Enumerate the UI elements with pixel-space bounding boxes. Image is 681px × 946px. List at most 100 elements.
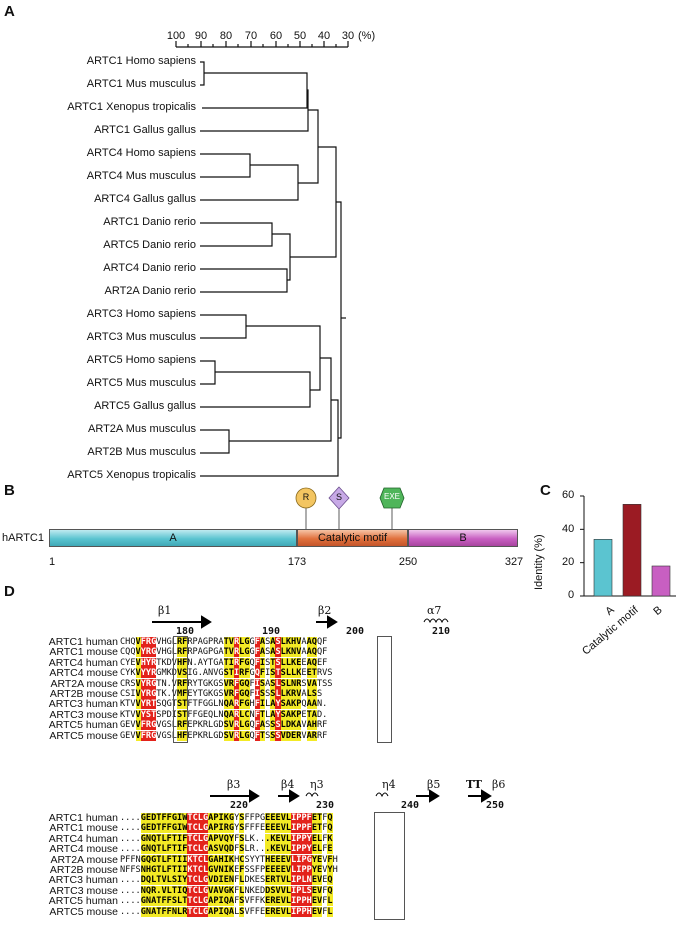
- scale-tick-label: 50: [293, 30, 307, 42]
- scale-tick-label: 40: [317, 30, 331, 42]
- sequence-row: CSIVYRGTK.VMFEYTGKGSVRFGQFISSSLLKRVALSS: [120, 689, 323, 699]
- scale-tick-label: 90: [194, 30, 208, 42]
- sequence-name: ARTC5 mouse: [49, 729, 118, 742]
- tree-leaf: ARTC1 Danio rerio: [103, 216, 196, 228]
- sequence-name: ARTC1 human: [48, 812, 118, 824]
- tree-leaf: ARTC4 Danio rerio: [103, 262, 196, 274]
- residue-number: 180: [176, 626, 195, 637]
- bar-b: [651, 565, 671, 597]
- sequence-name: ART2A mouse: [50, 677, 118, 690]
- sequence-row: CYEVHYRTKDVHFN.AYTGATIRFGQFISTSLLKEEAQEF: [120, 657, 328, 668]
- residue-number: 230: [316, 800, 335, 811]
- position-label: 1: [48, 556, 56, 568]
- sequence-row: KTVVYSTSPDISTFFGEQLNQARLCNFTLAYSAKPETAD.: [120, 709, 328, 720]
- sequence-row: ....GNQTLFTIFTCLGASVQDFSLR...KEVLIPPYELF…: [120, 844, 333, 855]
- sequence-row: ....NQR.VLTIQTCLGVAVGKFLNKEDDSVVLIPLSEVF…: [120, 885, 333, 896]
- position-label: 173: [287, 556, 307, 568]
- sequence-name: ART2B mouse: [49, 864, 118, 876]
- tree-leaf: ARTC4 Mus musculus: [86, 170, 196, 182]
- tree-leaf: ARTC5 Homo sapiens: [86, 354, 196, 366]
- tree-leaf: ART2A Mus musculus: [87, 423, 196, 435]
- sequence-name: ARTC4 human: [48, 832, 118, 845]
- identity-bar-chart: [580, 495, 676, 597]
- y-axis-title: Identity (%): [533, 534, 545, 590]
- ss-beta1: β1: [158, 604, 172, 617]
- tree-leaf: ARTC1 Gallus gallus: [94, 124, 196, 136]
- sequence-row: ....DQLTVLSIYTCLGVDIENFLDKESERTVLIPLNEVE…: [120, 875, 333, 886]
- sequence-row: CRSVYRGTN.VRFRYTGKGSVRFGQFISASLSLNRSVATS…: [120, 678, 333, 689]
- tree-leaf: ART2A Danio rerio: [104, 285, 196, 297]
- ss-eta4: η4: [382, 778, 396, 791]
- ss-beta4: β4: [281, 778, 295, 791]
- ss-beta2: β2: [318, 604, 332, 617]
- tree-leaf: ARTC1 Xenopus tropicalis: [67, 101, 196, 113]
- sequence-name: ARTC3 human: [48, 698, 118, 711]
- sequence-row: ....GNATFFSLTTCLGAPIQAFSVFFKEREVLIPPHEVF…: [120, 896, 333, 907]
- ss-beta6: β6: [492, 778, 506, 791]
- sequence-row: CYKVYYRGMKDVSIG.ANVGSTIRFGQFISTSLLKEETRV…: [120, 668, 333, 679]
- scale-tick-label: 100: [166, 30, 186, 42]
- sequence-row: NFFSNHGTLFTIIKTCLGVNIKEFSSFPEEEEVLIPPYEV…: [120, 865, 338, 875]
- residue-number: 250: [486, 800, 505, 811]
- domain-a: A: [49, 529, 297, 547]
- motif-exe-marker: [379, 487, 405, 509]
- domain-b: B: [408, 529, 518, 547]
- tree-leaf: ARTC3 Homo sapiens: [86, 308, 196, 320]
- sequence-row: PFFNGQGTLFTIIKTCLGAHIKHCSYYTHEEEVLIPGYEV…: [120, 854, 338, 865]
- y-tick-label: 40: [562, 523, 575, 535]
- sequence-name: ARTC5 human: [48, 895, 118, 908]
- sequence-row: ....GEDTFFGIWTCLGAPIKGYSFFPGEEEVLIPPFETF…: [120, 813, 333, 823]
- position-label: 250: [398, 556, 418, 568]
- conserved-box: [173, 636, 188, 743]
- sequence-name: ARTC4 mouse: [49, 843, 118, 856]
- ss-beta3: β3: [227, 778, 241, 791]
- y-tick-label: 0: [568, 589, 575, 601]
- sequence-name: ARTC5 mouse: [49, 905, 118, 918]
- motif-exe-label: EXE: [383, 492, 400, 501]
- conserved-box: [374, 812, 405, 920]
- sequence-row: ....GNATFFNLRTCLGAPIQALSVFFEEREVLIPPHEVF…: [120, 906, 333, 917]
- sequence-name: ARTC3 mouse: [49, 708, 118, 721]
- scale-tick-label: 80: [219, 30, 233, 42]
- tree-leaf: ARTC3 Mus musculus: [86, 331, 196, 343]
- tree-leaf: ARTC4 Gallus gallus: [94, 193, 196, 205]
- sequence-name: ARTC1 mouse: [49, 646, 118, 659]
- residue-number: 200: [346, 626, 365, 637]
- ss-alpha7: α7: [427, 604, 442, 617]
- sequence-name: ARTC3 mouse: [49, 884, 118, 897]
- tree-leaf: ARTC5 Xenopus tropicalis: [67, 469, 196, 481]
- scale-unit: (%): [358, 30, 376, 42]
- sequence-name: ARTC4 mouse: [49, 667, 118, 680]
- tree-leaf: ARTC1 Homo sapiens: [86, 55, 196, 67]
- motif-s-marker: [328, 486, 350, 510]
- domain-catalytic-motif: Catalytic motif: [297, 529, 408, 547]
- motif-r-label: R: [302, 492, 310, 502]
- ss-beta5: β5: [427, 778, 441, 791]
- tree-leaf: ARTC1 Mus musculus: [86, 78, 196, 90]
- sequence-row: KTVVYRTSQGTSTFTFGGLNQARFGHFILAYSAKPQAAN.: [120, 699, 328, 710]
- sequence-row: CQQVYRGVHGLRFRPAGPGATVRLGGFASASLKNVAAQQF: [120, 647, 328, 658]
- sequence-row: GEVVFRGVGSLHFEPKRLGDSVRLGQFTSSSVDERVARRF: [120, 730, 328, 741]
- sequence-name: ARTC4 human: [48, 656, 118, 669]
- scale-tick-label: 30: [341, 30, 355, 42]
- tree-leaf: ART2B Mus musculus: [87, 446, 196, 458]
- protein-name: hARTC1: [2, 532, 44, 544]
- sequence-row: ....GEDTFFGIWTCLGAPIRGYSFFFEEEEVLIPPFETF…: [120, 823, 333, 834]
- sequence-name: ARTC1 mouse: [49, 822, 118, 835]
- sequence-name: ARTC5 human: [48, 719, 118, 732]
- bar-a: [593, 539, 613, 597]
- sequence-row: CHQVFRGVHGLRFRPAGPRATVRLGGFASASLKHVAAQQF: [120, 637, 328, 647]
- sequence-row: ....GNQTLFTIFTCLGAPVQYFSLK...KEVLIPPYELF…: [120, 833, 333, 844]
- sequence-name: ARTC1 human: [48, 636, 118, 648]
- residue-number: 190: [262, 626, 281, 637]
- tree-leaf: ARTC5 Mus musculus: [86, 377, 196, 389]
- ss-turn: TT: [466, 778, 482, 791]
- scale-tick-label: 60: [269, 30, 283, 42]
- tree-leaf: ARTC5 Danio rerio: [103, 239, 196, 251]
- secondary-structure-1: [152, 615, 449, 629]
- sequence-name: ART2B mouse: [49, 688, 118, 700]
- y-tick-label: 20: [562, 556, 575, 568]
- tree-leaf: ARTC5 Gallus gallus: [94, 400, 196, 412]
- motif-markers: [295, 486, 405, 529]
- scale-tick-label: 70: [244, 30, 258, 42]
